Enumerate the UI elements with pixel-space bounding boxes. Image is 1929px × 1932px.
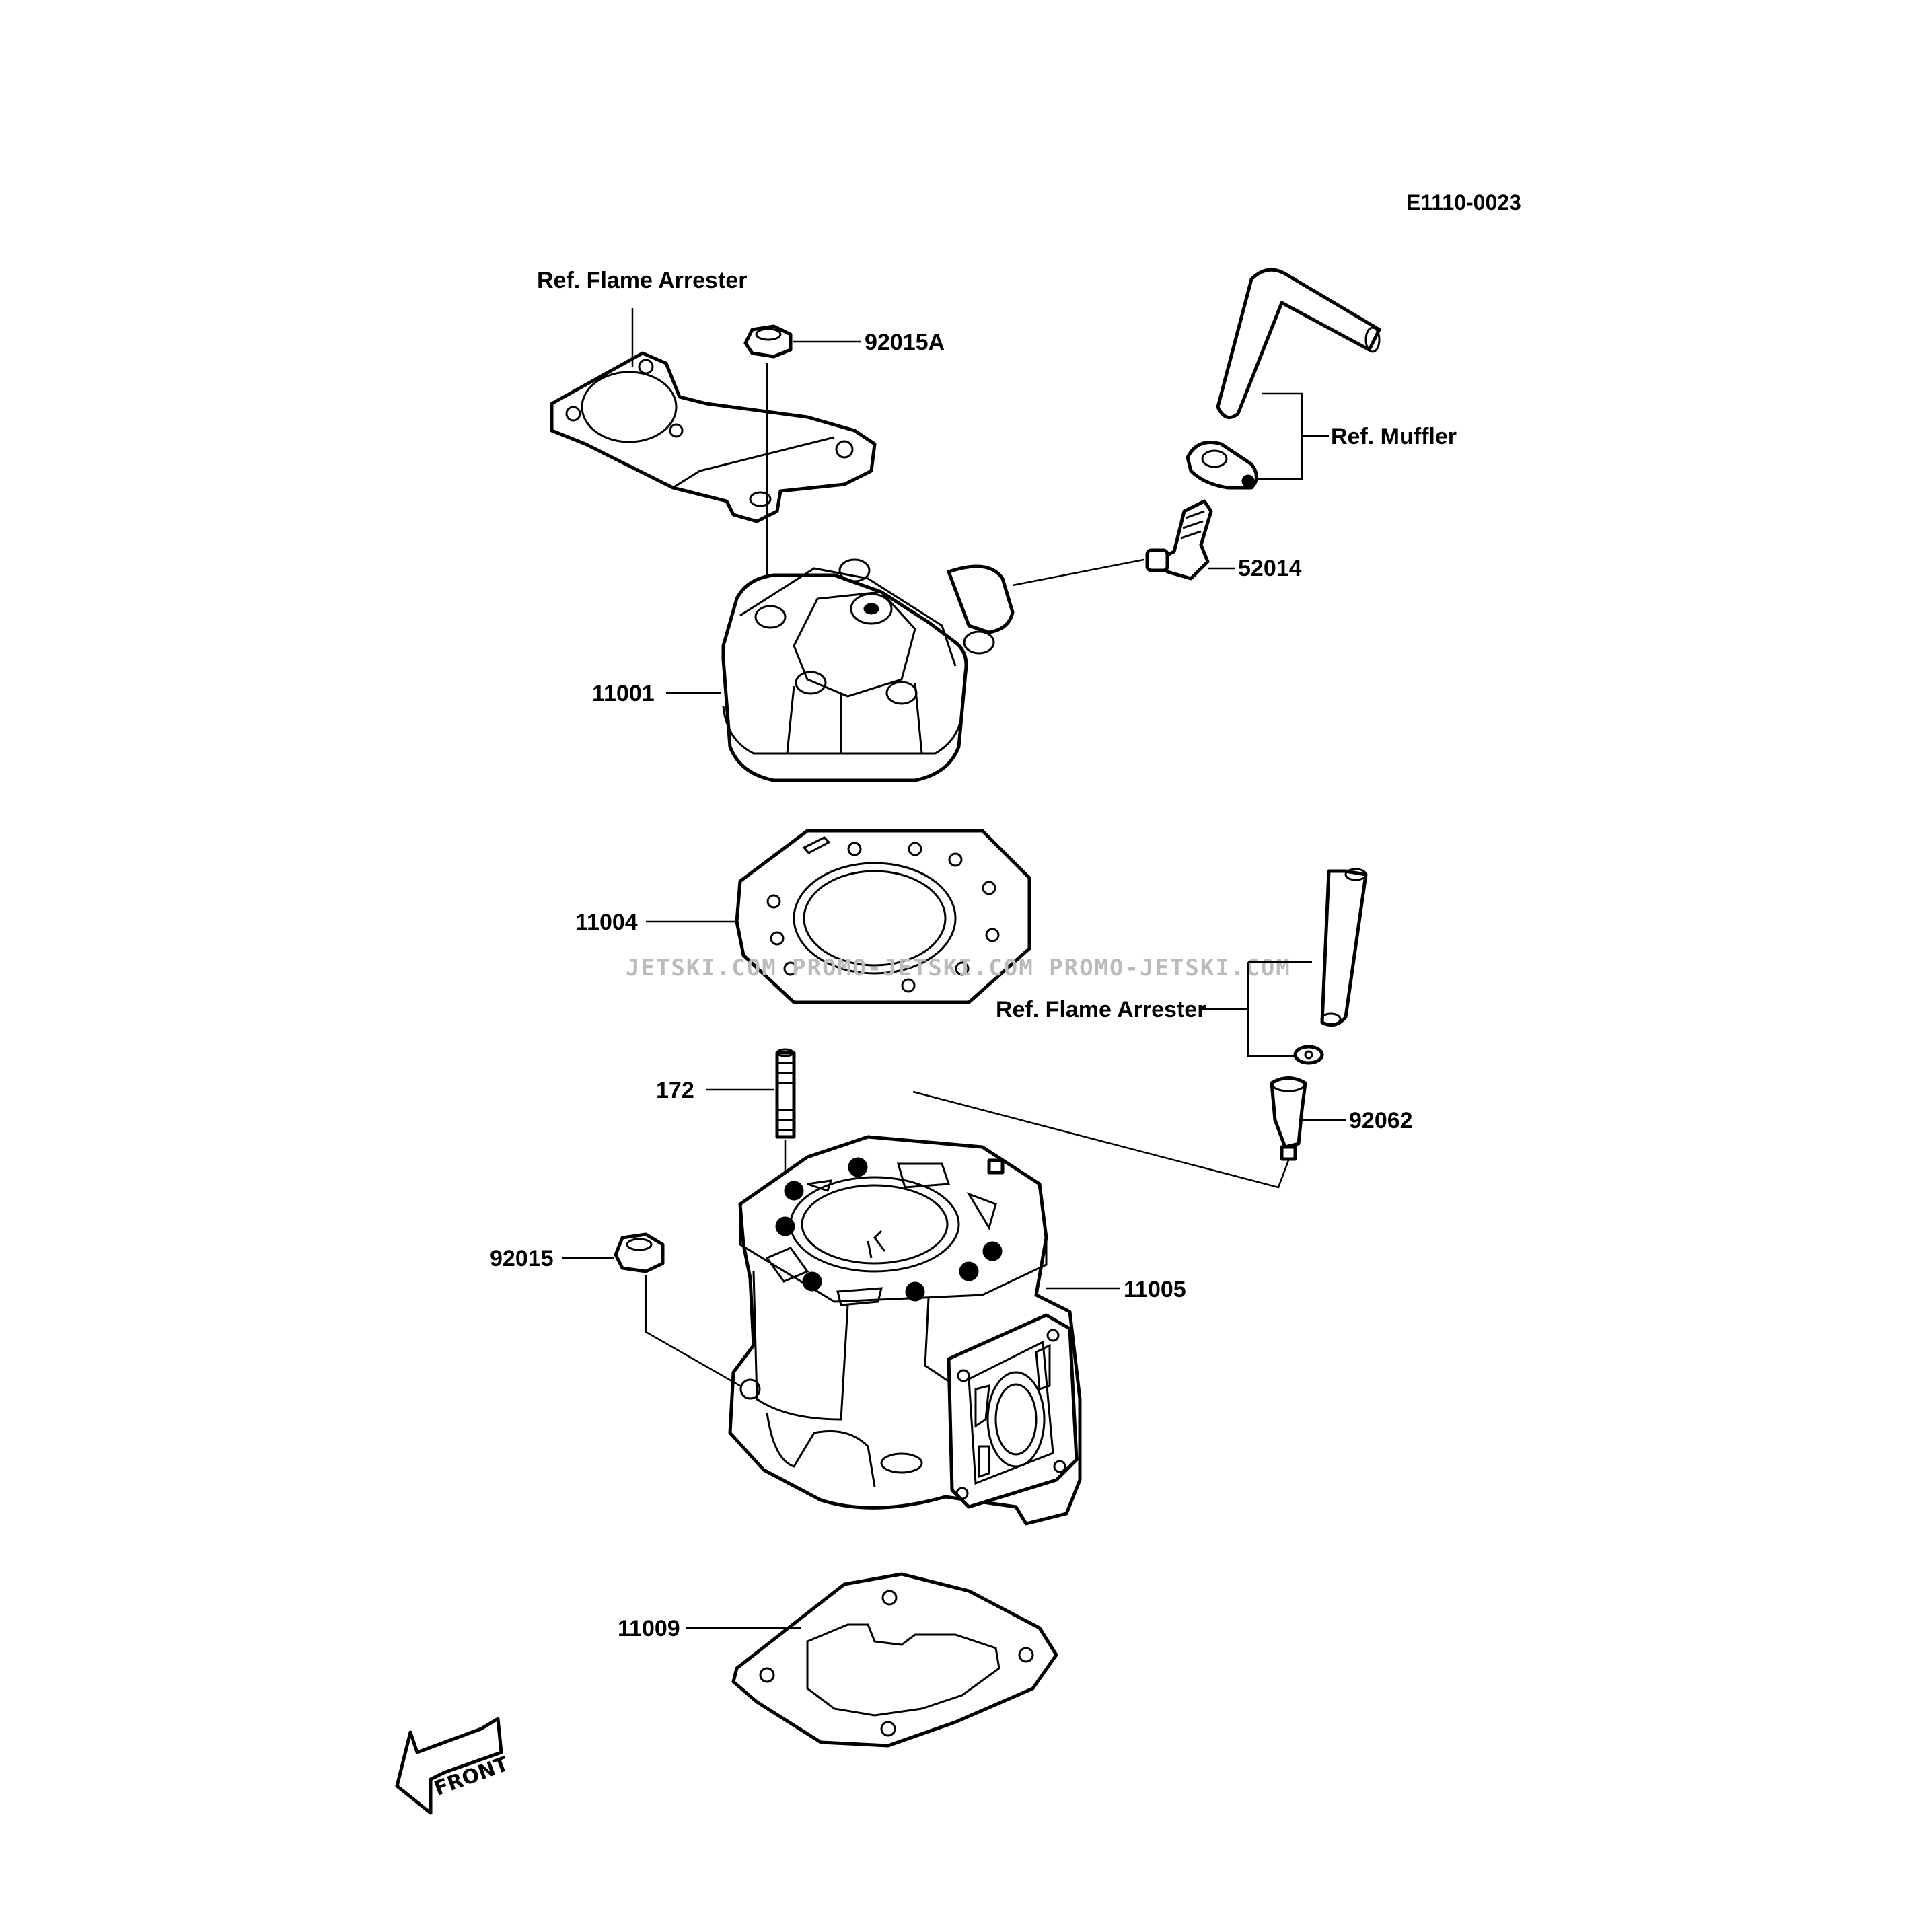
stud-172 bbox=[775, 1048, 796, 1139]
hose-clip bbox=[1293, 1045, 1324, 1065]
front-arrow: FRONT bbox=[395, 1717, 512, 1815]
label-ref-flame-arrester-mid: Ref. Flame Arrester bbox=[996, 997, 1206, 1023]
label-92015: 92015 bbox=[490, 1246, 554, 1271]
drawing-code: E1110-0023 bbox=[1406, 190, 1521, 215]
cylinder-head-11001 bbox=[721, 558, 1015, 782]
label-11004: 11004 bbox=[575, 909, 638, 935]
label-92062: 92062 bbox=[1349, 1108, 1413, 1134]
flame-arrester-hose bbox=[1320, 868, 1368, 1027]
label-52014: 52014 bbox=[1238, 556, 1302, 581]
label-11001: 11001 bbox=[592, 681, 655, 706]
head-gasket-11004 bbox=[735, 829, 1031, 1004]
nipple-92062 bbox=[1270, 1076, 1307, 1161]
watermark: JETSKI.COM PROMO-JETSKI.COM PROMO-JETSKI… bbox=[626, 955, 1291, 981]
base-gasket-11009 bbox=[731, 1572, 1058, 1748]
fitting-52014 bbox=[1145, 499, 1213, 581]
label-ref-flame-arrester-top: Ref. Flame Arrester bbox=[537, 268, 747, 293]
cylinder-11005 bbox=[728, 1135, 1082, 1526]
flame-arrester-bracket bbox=[550, 351, 877, 523]
label-ref-muffler: Ref. Muffler bbox=[1331, 424, 1457, 449]
label-92015a: 92015A bbox=[865, 330, 945, 355]
muffler-hose bbox=[1216, 268, 1381, 420]
label-11005: 11005 bbox=[1124, 1277, 1186, 1302]
muffler-clamp bbox=[1186, 441, 1258, 490]
nut-92015a bbox=[743, 324, 793, 359]
nut-92015 bbox=[614, 1232, 665, 1273]
label-172: 172 bbox=[656, 1078, 694, 1103]
label-11009: 11009 bbox=[618, 1616, 680, 1641]
